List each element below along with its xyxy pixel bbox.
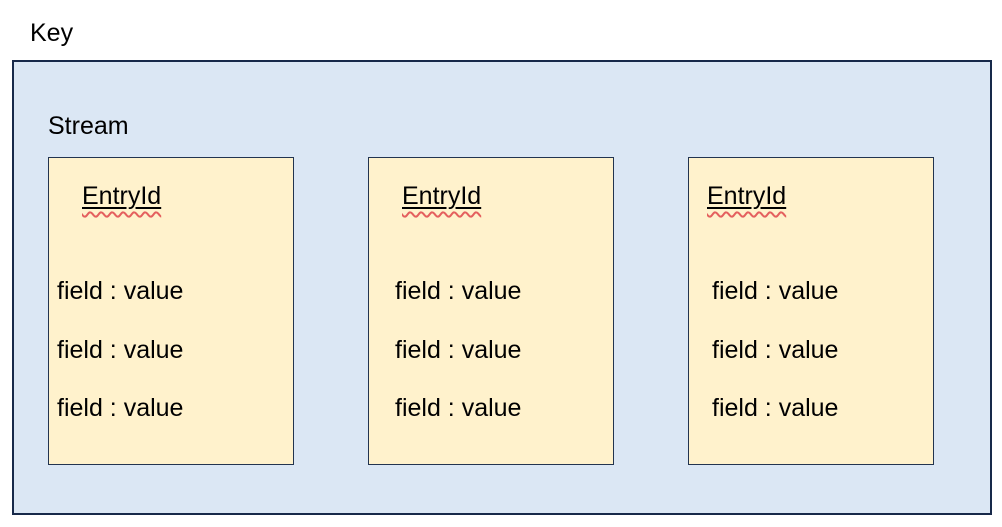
stream-entry-card-1: EntryId field : value field : value fiel… [48,157,294,465]
stream-entry-card-3: EntryId field : value field : value fiel… [688,157,934,465]
field-value-line: field : value [712,336,839,364]
field-value-line: field : value [395,394,522,422]
field-value-line: field : value [57,394,184,422]
entry-id-title: EntryId [402,182,481,211]
field-value-line: field : value [712,394,839,422]
entry-id-title: EntryId [707,182,786,211]
stream-entry-card-2: EntryId field : value field : value fiel… [368,157,614,465]
entry-id-label: EntryId [82,182,162,210]
key-label: Key [30,19,74,47]
field-value-line: field : value [712,277,839,305]
entry-id-title: EntryId [82,182,161,211]
field-value-line: field : value [395,277,522,305]
stream-label: Stream [48,112,129,140]
stream-container: Stream EntryId field : value field : val… [12,60,992,515]
field-value-line: field : value [395,336,522,364]
field-value-line: field : value [57,277,184,305]
entry-id-label: EntryId [402,182,482,210]
field-value-line: field : value [57,336,184,364]
entry-id-label: EntryId [707,182,787,210]
